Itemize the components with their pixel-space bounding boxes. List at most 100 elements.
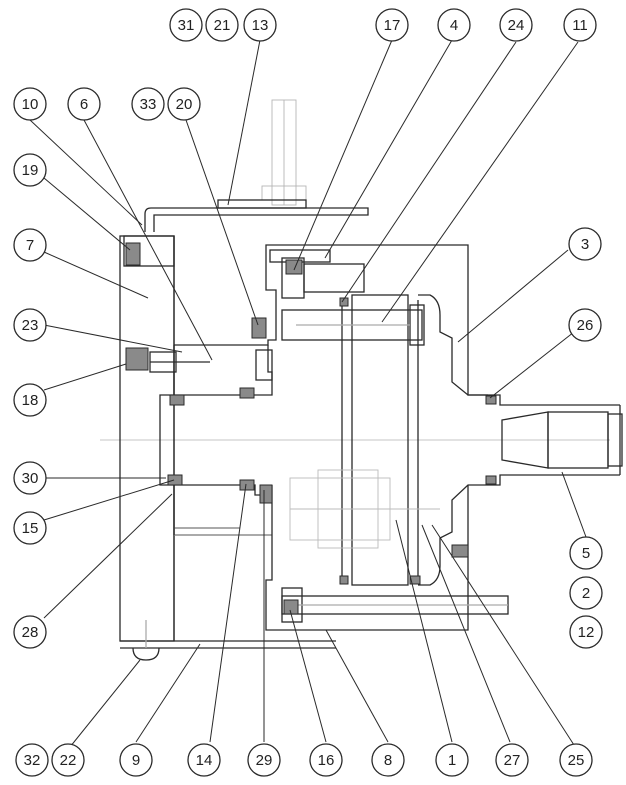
callout-32-label: 32 xyxy=(24,752,41,769)
callout-6-label: 6 xyxy=(80,96,88,113)
callout-33: 33 xyxy=(131,87,165,121)
upper-planet-pin xyxy=(281,304,425,346)
leader-8 xyxy=(325,629,389,743)
callout-25: 25 xyxy=(559,743,593,777)
callout-12-label: 12 xyxy=(578,624,595,641)
callout-13: 13 xyxy=(243,8,277,42)
callout-18: 18 xyxy=(13,383,47,417)
leader-11 xyxy=(381,41,579,323)
callout-6: 6 xyxy=(67,87,101,121)
callout-23-label: 23 xyxy=(22,317,39,334)
callout-12: 12 xyxy=(569,615,603,649)
callouts: 31 21 13 17 4 24 11 10 6 33 20 19 7 3 26… xyxy=(13,8,603,777)
callout-9-label: 9 xyxy=(132,752,140,769)
callout-28-label: 28 xyxy=(22,624,39,641)
callout-21: 21 xyxy=(205,8,239,42)
foot xyxy=(132,620,160,661)
leader-23 xyxy=(43,324,183,353)
left-flange-plate xyxy=(119,235,175,642)
callout-24-label: 24 xyxy=(508,17,525,34)
callout-17: 17 xyxy=(375,8,409,42)
lower-planet-pin xyxy=(281,587,509,623)
callout-1-label: 1 xyxy=(448,752,456,769)
leader-13 xyxy=(227,39,261,206)
callout-1: 1 xyxy=(435,743,469,777)
leader-26 xyxy=(489,331,575,399)
callout-22-label: 22 xyxy=(60,752,77,769)
leader-25 xyxy=(431,524,575,746)
callout-28: 28 xyxy=(13,615,47,649)
leader-1 xyxy=(395,519,453,743)
callout-27-label: 27 xyxy=(504,752,521,769)
callout-3-label: 3 xyxy=(581,236,589,253)
inner-faint-shaft xyxy=(289,469,440,549)
input-housing xyxy=(159,244,488,631)
drawing-body xyxy=(100,99,623,661)
callout-11-label: 11 xyxy=(572,17,588,34)
top-bracket xyxy=(144,199,369,232)
callout-19-label: 19 xyxy=(22,162,39,179)
callout-24: 24 xyxy=(499,8,533,42)
leader-17 xyxy=(293,39,393,271)
callout-33-label: 33 xyxy=(140,96,157,113)
leader-lines xyxy=(29,39,587,748)
callout-31: 31 xyxy=(169,8,203,42)
callout-9: 9 xyxy=(119,743,153,777)
callout-19: 19 xyxy=(13,153,47,187)
hatched-parts xyxy=(125,242,497,615)
callout-29: 29 xyxy=(247,743,281,777)
leader-5 xyxy=(561,471,587,538)
callout-5-label: 5 xyxy=(582,545,590,562)
leader-9 xyxy=(135,643,201,743)
callout-27: 27 xyxy=(495,743,529,777)
leader-3 xyxy=(457,249,569,343)
callout-10: 10 xyxy=(13,87,47,121)
callout-29-label: 29 xyxy=(256,752,273,769)
top-input-shaft xyxy=(261,99,307,206)
callout-7: 7 xyxy=(13,228,47,262)
callout-31-label: 31 xyxy=(178,17,195,34)
callout-21-label: 21 xyxy=(214,17,231,34)
leader-22 xyxy=(69,659,141,748)
callout-2: 2 xyxy=(569,576,603,610)
callout-7-label: 7 xyxy=(26,237,34,254)
leader-7 xyxy=(43,251,149,299)
callout-22: 22 xyxy=(51,743,85,777)
leader-10 xyxy=(29,119,143,226)
leader-24 xyxy=(341,41,517,303)
callout-32: 32 xyxy=(15,743,49,777)
callout-4: 4 xyxy=(437,8,471,42)
leader-15 xyxy=(43,479,175,521)
callout-16: 16 xyxy=(309,743,343,777)
leader-19 xyxy=(43,177,131,251)
leader-16 xyxy=(289,609,327,743)
callout-30: 30 xyxy=(13,461,47,495)
callout-8-label: 8 xyxy=(384,752,392,769)
callout-13-label: 13 xyxy=(252,17,269,34)
leader-20 xyxy=(185,119,259,326)
callout-26: 26 xyxy=(568,308,602,342)
callout-5: 5 xyxy=(569,536,603,570)
callout-18-label: 18 xyxy=(22,392,39,409)
shaft-coupling xyxy=(149,351,210,373)
callout-3: 3 xyxy=(568,227,602,261)
callout-25-label: 25 xyxy=(568,752,585,769)
carrier-block xyxy=(341,294,419,586)
leader-18 xyxy=(43,363,127,391)
callout-20-label: 20 xyxy=(176,96,193,113)
leader-6 xyxy=(83,119,213,361)
callout-10-label: 10 xyxy=(22,96,39,113)
callout-26-label: 26 xyxy=(577,317,594,334)
callout-17-label: 17 xyxy=(384,17,401,34)
callout-11: 11 xyxy=(563,8,597,42)
callout-14-label: 14 xyxy=(196,752,213,769)
callout-20: 20 xyxy=(167,87,201,121)
callout-16-label: 16 xyxy=(318,752,335,769)
callout-2-label: 2 xyxy=(582,585,590,602)
callout-14: 14 xyxy=(187,743,221,777)
leader-4 xyxy=(324,39,453,259)
callout-15: 15 xyxy=(13,511,47,545)
callout-4-label: 4 xyxy=(450,17,458,34)
